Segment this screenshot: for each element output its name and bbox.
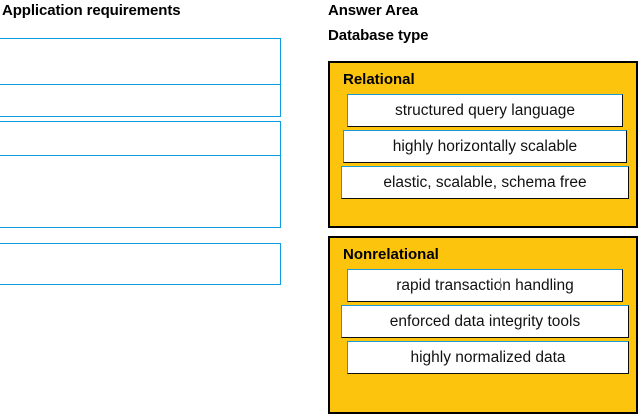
group-title-nonrelational: Nonrelational bbox=[343, 246, 439, 263]
option-highly-horizontally-scalable[interactable]: highly horizontally scalable bbox=[343, 130, 627, 163]
application-requirements-heading: Application requirements bbox=[2, 2, 181, 19]
option-highly-normalized-data[interactable]: highly normalized data bbox=[347, 341, 629, 374]
text-caret-icon bbox=[500, 278, 501, 291]
option-elastic-scalable-schema-free[interactable]: elastic, scalable, schema free bbox=[341, 166, 629, 199]
group-title-relational: Relational bbox=[343, 71, 415, 88]
database-type-label: Database type bbox=[328, 27, 429, 44]
option-enforced-data-integrity-tools[interactable]: enforced data integrity tools bbox=[341, 305, 629, 338]
answer-area-column: Answer Area Database type Relational str… bbox=[328, 0, 638, 414]
option-rapid-transaction-handling[interactable]: rapid transaction handling bbox=[347, 269, 623, 302]
option-rapid-transaction-handling-label: rapid transaction handling bbox=[396, 276, 574, 294]
application-requirements-column: Application requirements bbox=[0, 0, 310, 414]
answer-group-nonrelational: Nonrelational rapid transaction handling… bbox=[328, 236, 638, 414]
requirement-drop-zone-4[interactable] bbox=[0, 155, 281, 228]
answer-group-relational: Relational structured query language hig… bbox=[328, 61, 638, 228]
requirement-drop-zone-5[interactable] bbox=[0, 243, 281, 285]
requirement-drop-zone-2[interactable] bbox=[0, 84, 281, 117]
option-structured-query-language[interactable]: structured query language bbox=[347, 94, 623, 127]
answer-area-label: Answer Area bbox=[328, 2, 419, 19]
